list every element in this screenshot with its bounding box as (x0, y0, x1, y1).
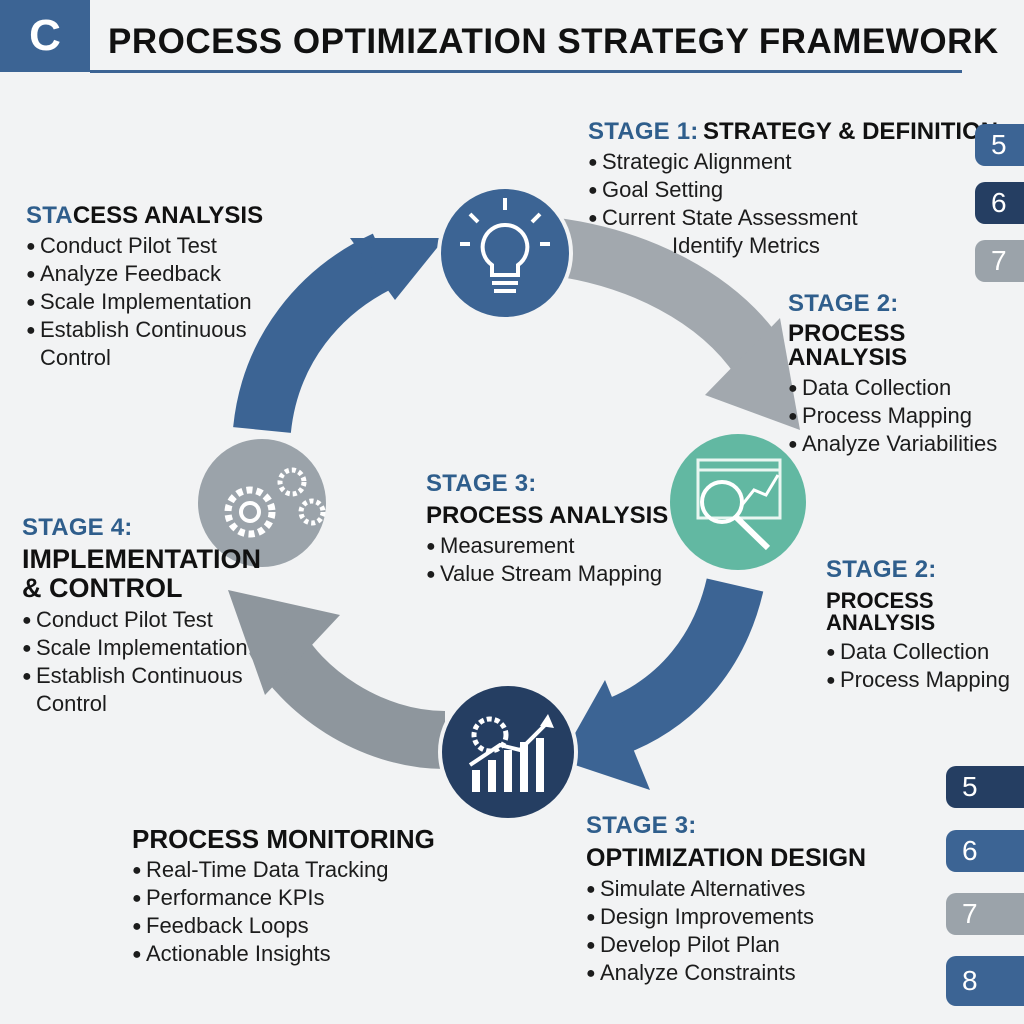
list-item: ●Data Collection (788, 375, 952, 400)
bullet-icon: ● (22, 640, 32, 657)
bullet-icon: ● (426, 538, 436, 555)
bullet-icon: ● (132, 890, 142, 907)
bullet-icon: ● (132, 918, 142, 935)
process-monitoring-block: PROCESS MONITORING ●Real-Time Data Track… (132, 826, 435, 968)
list-item: ●Performance KPIs (132, 885, 325, 910)
stage2-upper-block: STAGE 2: PROCESS ANALYSIS ●Data Collecti… (788, 292, 1024, 458)
list-item: ●Design Improvements (586, 904, 814, 929)
list-item: ●Scale Implementation (22, 635, 248, 660)
list-item: ●Actionable Insights (132, 941, 331, 966)
list-item: ●Process Mapping (788, 403, 972, 428)
stage-label: STAGE 3: (586, 812, 697, 839)
list-item: ●Real-Time Data Tracking (132, 857, 389, 882)
stage-label: STAGE 4: (22, 514, 133, 541)
bullet-icon: ● (26, 294, 36, 311)
stage-title-line2: & CONTROL (22, 573, 183, 603)
bullet-icon: ● (22, 612, 32, 629)
list-item: ●Simulate Alternatives (586, 876, 806, 901)
list-item: ●Conduct Pilot Test (26, 233, 217, 258)
bullet-icon: ● (26, 266, 36, 283)
gears-icon (194, 435, 330, 571)
bullet-icon: ● (132, 862, 142, 879)
stage-title: PROCESS ANALYSIS (788, 320, 908, 371)
list-item: ●Feedback Loops (132, 913, 309, 938)
lightbulb-icon (437, 185, 573, 321)
page-title: PROCESS OPTIMIZATION STRATEGY FRAMEWORK (108, 22, 999, 61)
list-item: Identify Metrics (672, 233, 820, 258)
list-item: ●Goal Setting (588, 177, 724, 202)
bullet-icon: ● (586, 965, 596, 982)
stage-title: IMPLEMENTATION (22, 544, 261, 574)
bullet-icon: ● (26, 322, 36, 339)
cycle-arrowhead-right (705, 318, 800, 430)
stage-title: STRATEGY & DEFINITION (702, 118, 999, 145)
cycle-arrowhead-bottom (560, 680, 650, 790)
bullet-icon: ● (588, 154, 598, 171)
cycle-arc-right-bottom (608, 577, 764, 752)
stage3-optimization-block: STAGE 3: OPTIMIZATION DESIGN ●Simulate A… (586, 814, 866, 987)
list-item: ●Scale Implementation (26, 289, 252, 314)
stage4-block: STAGE 4: IMPLEMENTATION & CONTROL ●Condu… (22, 516, 261, 717)
list-item-continuation: Control (36, 691, 107, 716)
stage-label: STAGE 1: (588, 118, 699, 145)
stage-label: STA (26, 202, 73, 229)
gear-growth-chart-icon (438, 682, 578, 822)
bullet-icon: ● (588, 210, 598, 227)
list-item: ●Strategic Alignment (588, 149, 792, 174)
list-item: ●Establish Continuous (22, 663, 243, 688)
bullet-icon: ● (26, 238, 36, 255)
side-tab-5[interactable]: 5 (975, 124, 1024, 166)
bullet-icon: ● (826, 672, 836, 689)
stage-label: STAGE 2: (788, 290, 899, 317)
analytics-magnifier-icon (666, 430, 810, 574)
bullet-icon: ● (826, 644, 836, 661)
stage1-block: STAGE 1: STRATEGY & DEFINITION ●Strategi… (588, 120, 998, 259)
stage-title: OPTIMIZATION DESIGN (586, 844, 867, 872)
side-tab-7[interactable]: 7 (975, 240, 1024, 282)
list-item: ●Establish Continuous (26, 317, 247, 342)
bullet-icon: ● (132, 946, 142, 963)
bullet-icon: ● (788, 380, 798, 397)
list-item: ●Measurement (426, 533, 575, 558)
stage-label: STAGE 2: (826, 556, 937, 583)
list-item: ●Analyze Constraints (586, 960, 796, 985)
cycle-arc-left-top (233, 233, 398, 434)
bullet-icon: ● (586, 937, 596, 954)
side-tab-8[interactable]: 8 (946, 956, 1024, 1006)
header-rule (90, 70, 962, 73)
side-tab-6[interactable]: 6 (946, 830, 1024, 872)
list-item: ●Conduct Pilot Test (22, 607, 213, 632)
side-tab-5[interactable]: 5 (946, 766, 1024, 808)
bullet-icon: ● (588, 182, 598, 199)
list-item: ●Analyze Feedback (26, 261, 221, 286)
list-item: ●Develop Pilot Plan (586, 932, 780, 957)
list-item: ●Process Mapping (826, 667, 1010, 692)
stage3-center-block: STAGE 3: PROCESS ANALYSIS ●Measurement ●… (426, 472, 668, 588)
header-badge: C (0, 0, 90, 72)
top-left-block: STACESS ANALYSIS ●Conduct Pilot Test ●An… (26, 204, 263, 371)
bullet-icon: ● (788, 436, 798, 453)
side-tab-6[interactable]: 6 (975, 182, 1024, 224)
list-item: ●Analyze Variabilities (788, 431, 998, 456)
stage-title: PROCESS ANALYSIS (826, 588, 936, 635)
bullet-icon: ● (586, 909, 596, 926)
cycle-arc-top-right (536, 216, 785, 377)
list-item: ●Data Collection (826, 639, 990, 664)
list-item: ●Value Stream Mapping (426, 561, 663, 586)
bullet-icon: ● (426, 566, 436, 583)
stage2-lower-block: STAGE 2: PROCESS ANALYSIS ●Data Collecti… (826, 558, 1024, 694)
side-tab-7[interactable]: 7 (946, 893, 1024, 935)
list-item-continuation: Control (40, 345, 111, 370)
bullet-icon: ● (788, 408, 798, 425)
bullet-icon: ● (586, 881, 596, 898)
bullet-icon: ● (22, 668, 32, 685)
stage-label: STAGE 3: (426, 470, 537, 497)
list-item: ●Current State Assessment (588, 205, 858, 230)
stage-title: PROCESS ANALYSIS (426, 502, 669, 529)
stage-title: CESS ANALYSIS (72, 202, 264, 229)
block-title: PROCESS MONITORING (132, 824, 435, 854)
cycle-arrowhead-top (350, 238, 445, 300)
cycle-arrowhead-left (228, 590, 340, 695)
